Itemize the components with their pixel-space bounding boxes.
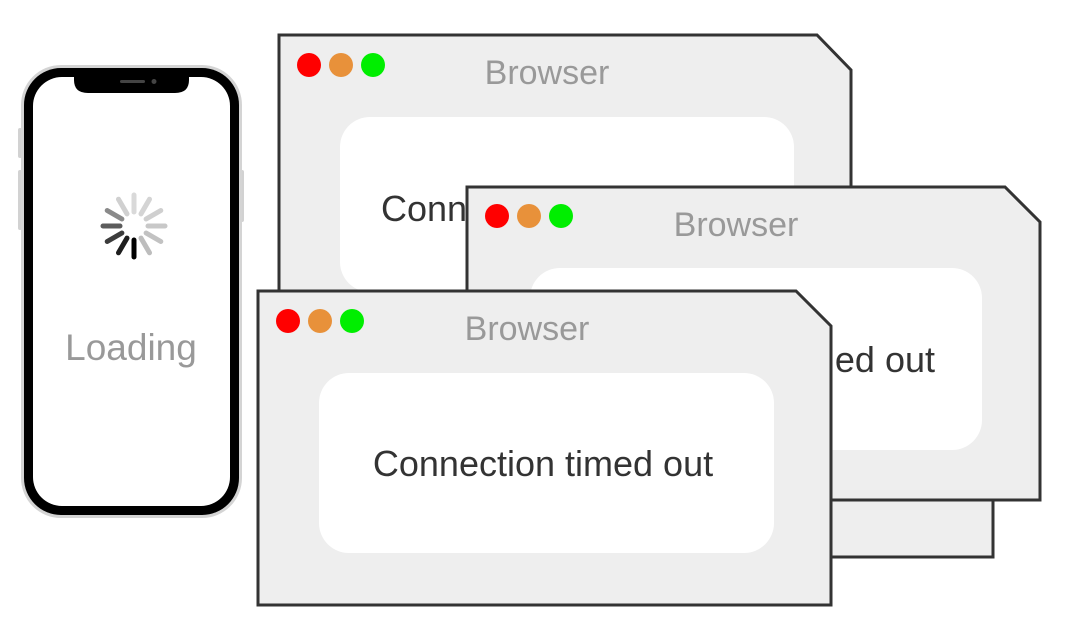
phone-notch: [74, 77, 189, 93]
close-button[interactable]: [276, 309, 300, 333]
minimize-button[interactable]: [517, 204, 541, 228]
window-title: Browser: [485, 54, 610, 92]
spinner-spoke: [116, 196, 130, 217]
spinner-spoke: [104, 230, 125, 244]
spinner-spoke: [116, 235, 130, 256]
phone-speaker: [120, 80, 145, 83]
spinner-spoke: [143, 230, 164, 244]
phone-screen: [33, 77, 230, 506]
phone-loading-label: Loading: [65, 327, 197, 368]
spinner-spoke: [138, 196, 152, 217]
browser-window-front: Browser Connection timed out: [256, 289, 833, 607]
error-message: Connection timed out: [373, 443, 713, 484]
window-title: Browser: [674, 206, 799, 244]
phone-camera: [151, 79, 157, 84]
minimize-button[interactable]: [329, 53, 353, 77]
minimize-button[interactable]: [308, 309, 332, 333]
spinner-spoke: [143, 208, 164, 222]
close-button[interactable]: [297, 53, 321, 77]
maximize-button[interactable]: [340, 309, 364, 333]
spinner-spoke: [138, 235, 152, 256]
phone: Loading: [18, 65, 244, 518]
maximize-button[interactable]: [549, 204, 573, 228]
window-title: Browser: [465, 310, 590, 348]
loading-spinner-icon: [100, 192, 168, 260]
close-button[interactable]: [485, 204, 509, 228]
window-content: [319, 373, 774, 553]
maximize-button[interactable]: [361, 53, 385, 77]
spinner-spoke: [104, 208, 125, 222]
